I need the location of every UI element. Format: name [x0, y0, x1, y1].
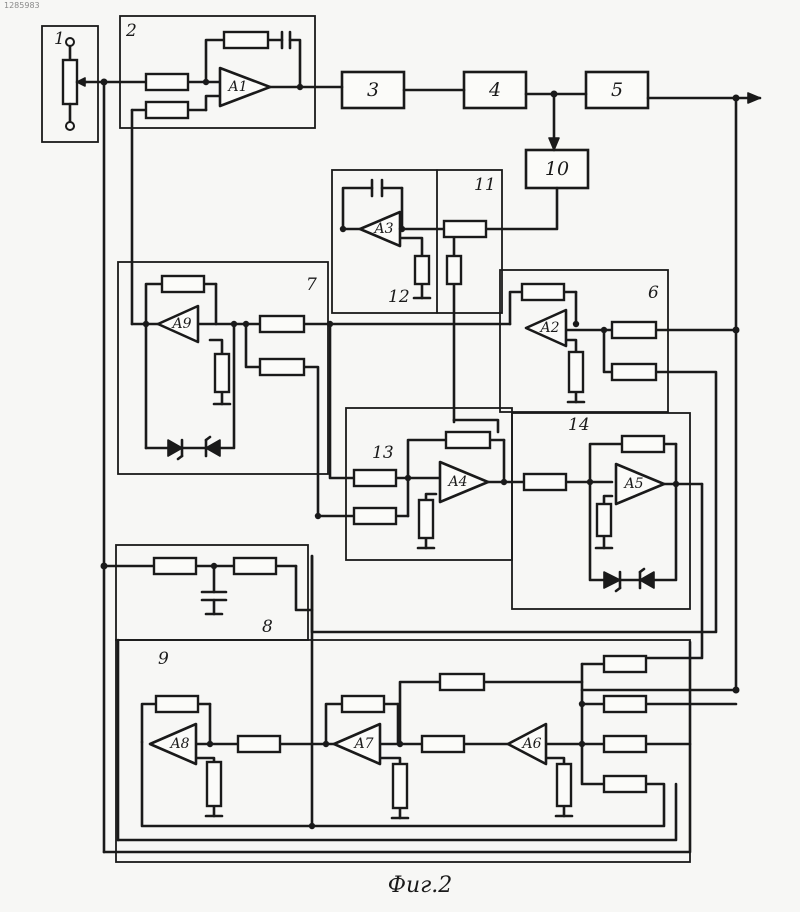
unit-label-2: 2: [125, 21, 137, 41]
junctions: [101, 79, 740, 830]
block-5-label: 5: [611, 79, 623, 101]
unit-label-9: 9: [158, 649, 169, 669]
opamp-a2-label: A2: [538, 320, 559, 336]
opamp-a7-label: A7: [352, 736, 373, 752]
document-number: 1285983: [4, 1, 40, 10]
opamp-a6-label: A6: [520, 736, 541, 752]
unit-label-6: 6: [648, 283, 659, 303]
potentiometer-1: [63, 38, 86, 130]
unit-label-11: 11: [474, 175, 496, 195]
unit-label-1: 1: [54, 29, 65, 49]
unit-label-13: 13: [372, 443, 394, 463]
figure-caption: Фиг.2: [388, 873, 453, 898]
opamp-a8-label: A8: [168, 736, 189, 752]
opamp-a4-label: A4: [446, 474, 467, 490]
block-4-label: 4: [488, 79, 501, 101]
block-3-label: 3: [367, 79, 379, 101]
unit-label-12: 12: [388, 287, 410, 307]
unit-label-14: 14: [568, 415, 590, 435]
opamp-a1-label: A1: [226, 79, 247, 95]
unit-label-8: 8: [262, 617, 273, 637]
unit-label-7: 7: [306, 275, 317, 295]
block-10-label: 10: [545, 158, 569, 180]
opamp-a9-label: A9: [170, 316, 191, 332]
opamp-a3-label: A3: [372, 221, 393, 237]
opamp-a5-label: A5: [622, 476, 643, 492]
